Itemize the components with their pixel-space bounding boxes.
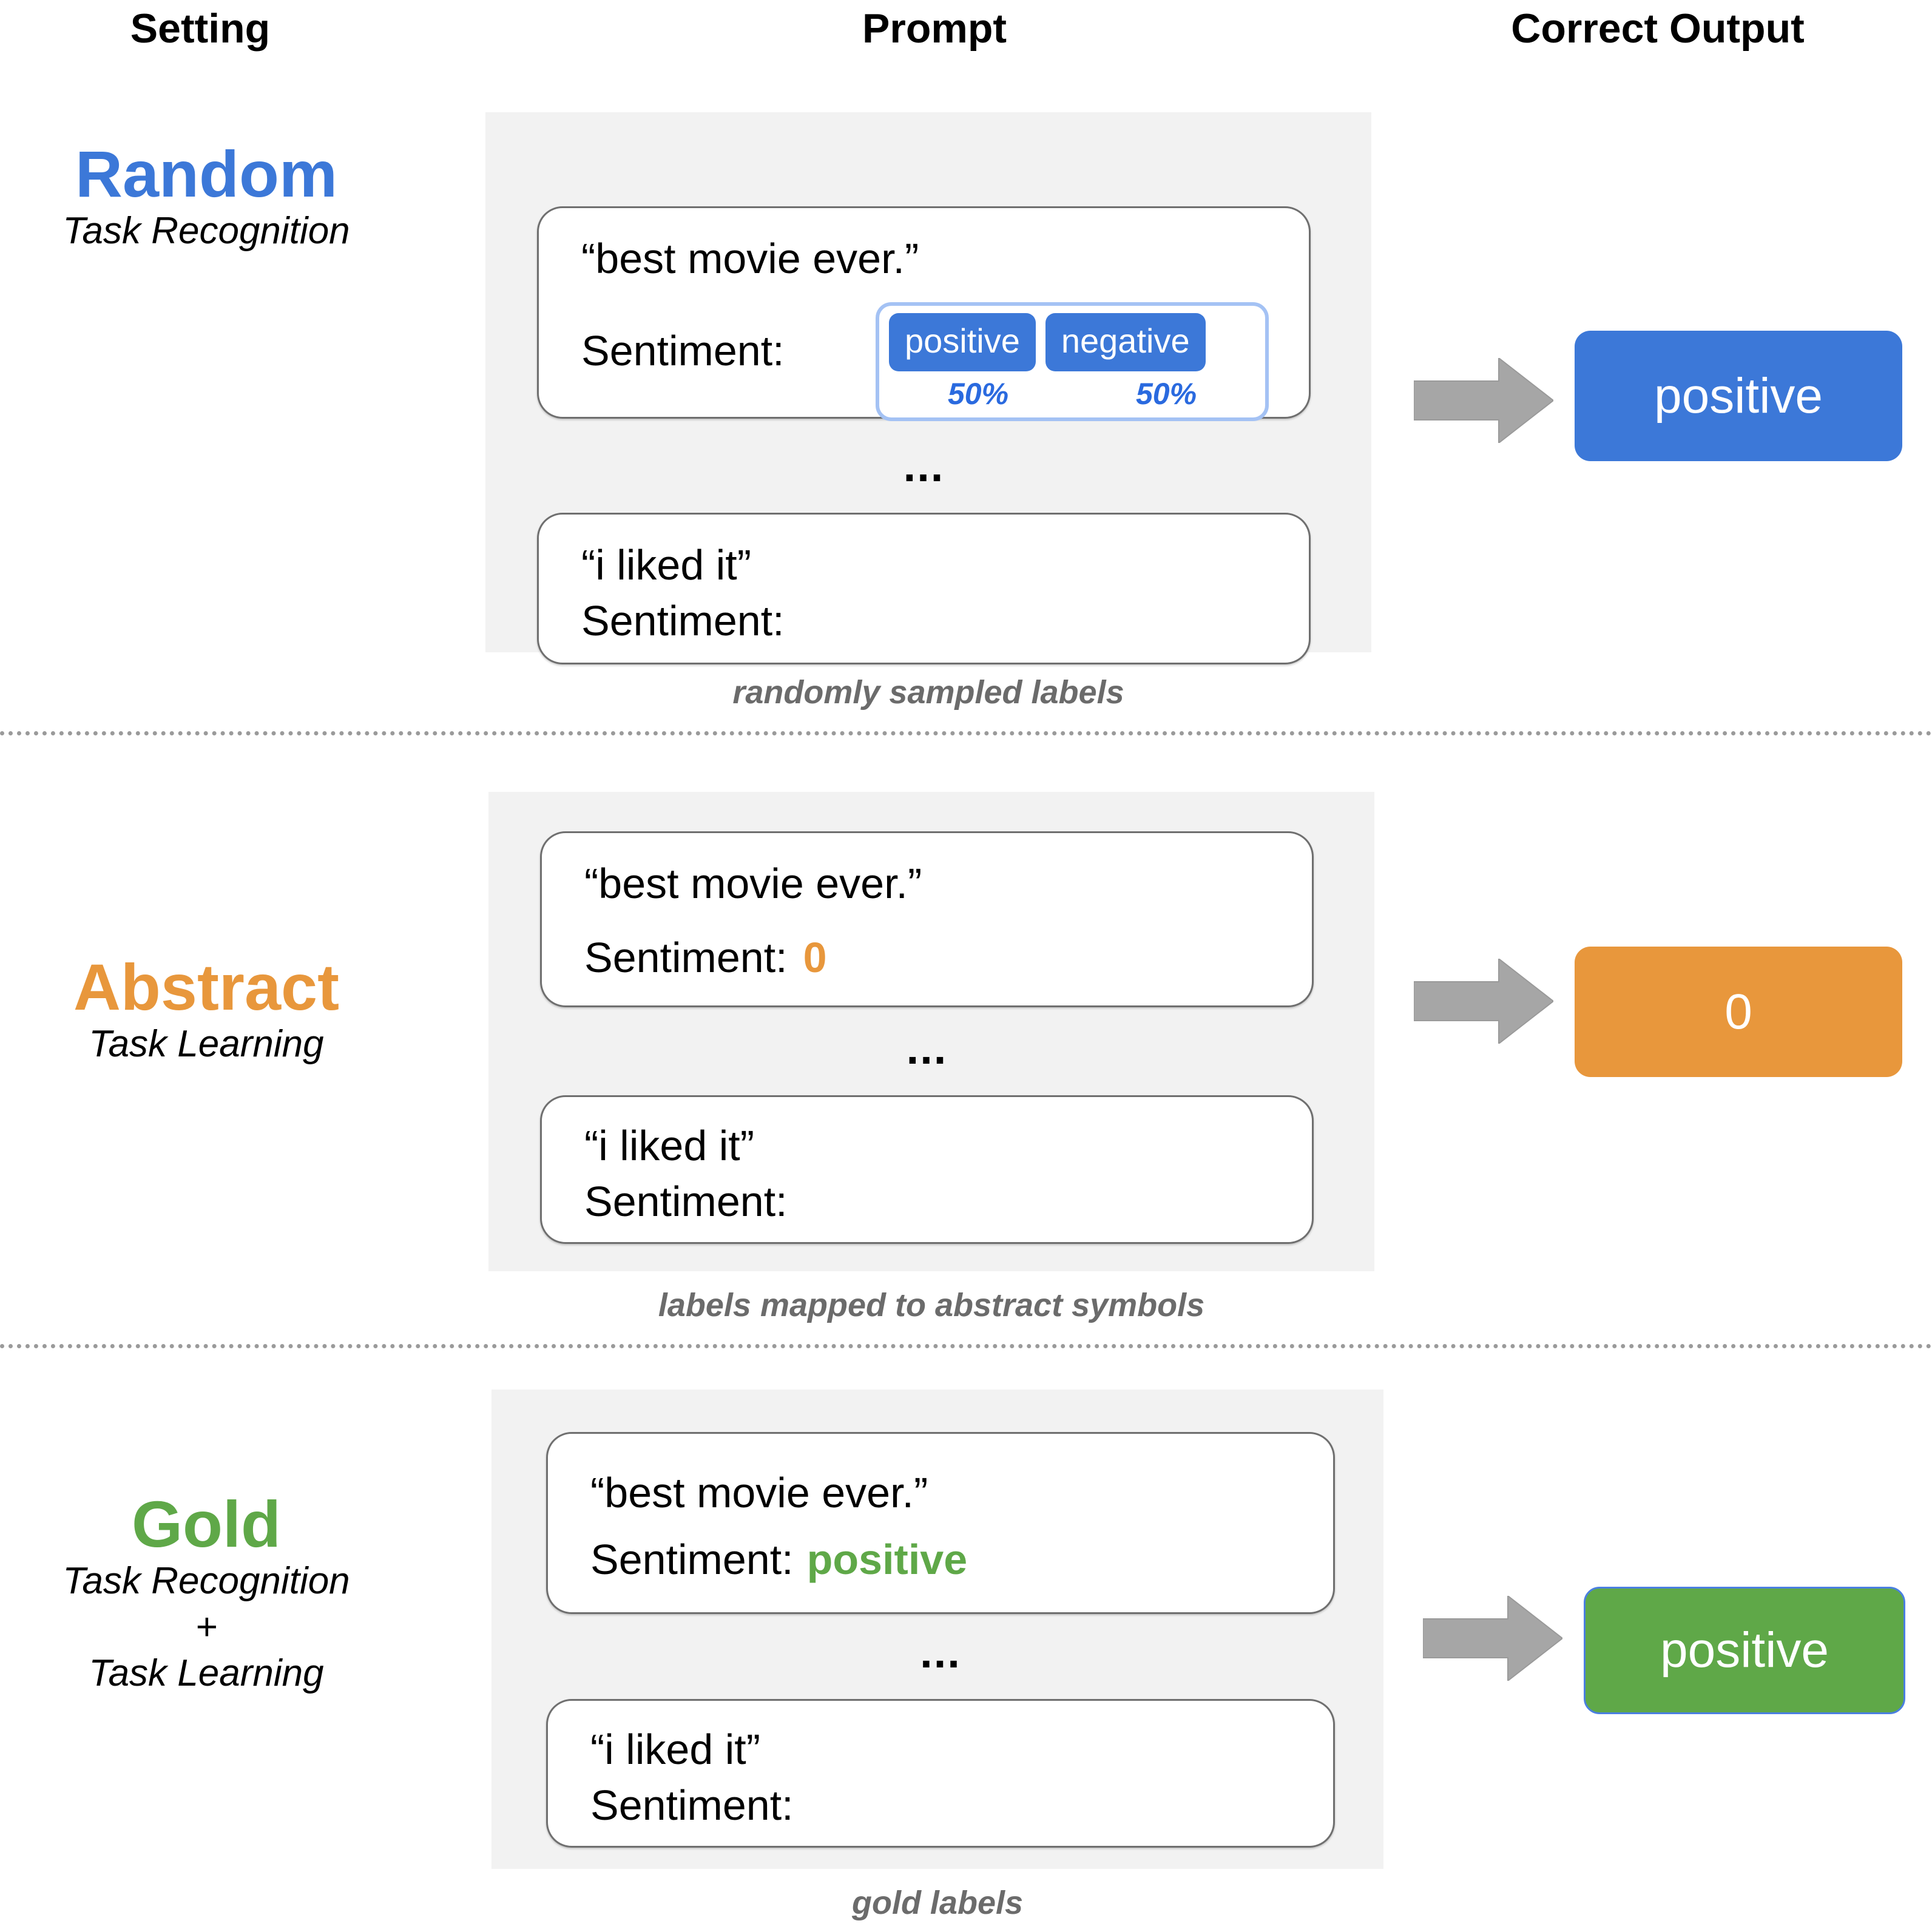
label-chip-positive[interactable]: positive bbox=[889, 313, 1036, 371]
output-badge-label-random: positive bbox=[1653, 368, 1823, 424]
demo-label-prefix-gold: Sentiment: bbox=[590, 1536, 794, 1583]
setting-title-random: Random bbox=[75, 137, 337, 211]
row-gold: Gold Task Recognition + Task Learning “b… bbox=[0, 1374, 1932, 1932]
setting-title-abstract: Abstract bbox=[73, 950, 340, 1024]
query-quote-abstract: “i liked it” bbox=[584, 1122, 755, 1169]
setting-subtitle-gold-0: Task Recognition bbox=[62, 1560, 350, 1603]
label-chip-row: positive negative bbox=[889, 313, 1255, 371]
setting-subtitle-gold-plus: + bbox=[195, 1606, 218, 1649]
label-picker-random[interactable]: positive negative 50% 50% bbox=[876, 302, 1269, 421]
output-badge-abstract[interactable]: 0 bbox=[1575, 947, 1902, 1077]
row-divider-2 bbox=[0, 1344, 1932, 1348]
label-percentage-positive: 50% bbox=[947, 377, 1009, 411]
query-quote-gold: “i liked it” bbox=[590, 1726, 761, 1773]
column-header-setting: Setting bbox=[130, 5, 271, 52]
prompt-demo-card-gold[interactable]: “best movie ever.” Sentiment: positive bbox=[546, 1432, 1335, 1614]
setting-subtitle-abstract-0: Task Learning bbox=[89, 1023, 324, 1066]
setting-subtitle-gold-2: Task Learning bbox=[89, 1652, 324, 1694]
output-badge-random[interactable]: positive bbox=[1575, 331, 1902, 461]
demo-label-prefix-abstract: Sentiment: bbox=[584, 934, 788, 981]
demo-label-value-gold: positive bbox=[806, 1536, 968, 1583]
right-arrow-icon-gold bbox=[1422, 1594, 1564, 1683]
query-label-prefix-random: Sentiment: bbox=[581, 597, 785, 644]
prompt-caption-gold: gold labels bbox=[851, 1885, 1024, 1921]
prompt-query-card-abstract[interactable]: “i liked it” Sentiment: bbox=[540, 1095, 1314, 1244]
setting-cell-abstract: Abstract Task Learning bbox=[0, 953, 413, 1067]
output-badge-label-gold: positive bbox=[1660, 1623, 1829, 1678]
prompt-caption-abstract: labels mapped to abstract symbols bbox=[658, 1287, 1205, 1323]
prompt-query-card-random[interactable]: “i liked it” Sentiment: bbox=[537, 513, 1311, 664]
prompt-ellipsis-random: ... bbox=[903, 441, 945, 491]
setting-subtitle-random-0: Task Recognition bbox=[62, 210, 350, 252]
row-random: Random Task Recognition “best movie ever… bbox=[0, 67, 1932, 728]
right-arrow-icon-random bbox=[1413, 356, 1555, 445]
prompt-query-card-gold[interactable]: “i liked it” Sentiment: bbox=[546, 1699, 1335, 1848]
right-arrow-icon-abstract bbox=[1413, 957, 1555, 1045]
prompt-demo-card-random[interactable]: “best movie ever.” Sentiment: positive n… bbox=[537, 206, 1311, 421]
setting-cell-gold: Gold Task Recognition + Task Learning bbox=[0, 1490, 413, 1696]
demo-label-prefix-random: Sentiment: bbox=[581, 327, 785, 374]
query-label-prefix-gold: Sentiment: bbox=[590, 1782, 794, 1829]
label-chip-negative[interactable]: negative bbox=[1045, 313, 1206, 371]
demo-quote-random: “best movie ever.” bbox=[581, 235, 919, 282]
row-divider-1 bbox=[0, 731, 1932, 735]
label-percentage-row: 50% 50% bbox=[889, 376, 1255, 411]
prompt-ellipsis-abstract: ... bbox=[906, 1023, 948, 1073]
label-percentage-negative: 50% bbox=[1135, 377, 1197, 411]
row-abstract: Abstract Task Learning “best movie ever.… bbox=[0, 758, 1932, 1341]
column-header-row: Setting Prompt Correct Output bbox=[0, 0, 1932, 67]
output-badge-label-abstract: 0 bbox=[1724, 984, 1752, 1039]
query-quote-random: “i liked it” bbox=[581, 541, 752, 589]
demo-quote-abstract: “best movie ever.” bbox=[584, 860, 922, 907]
query-label-prefix-abstract: Sentiment: bbox=[584, 1178, 788, 1225]
prompt-caption-random: randomly sampled labels bbox=[732, 674, 1124, 711]
demo-label-value-abstract: 0 bbox=[803, 934, 827, 981]
prompt-demo-card-abstract[interactable]: “best movie ever.” Sentiment: 0 bbox=[540, 831, 1314, 1007]
prompt-ellipsis-gold: ... bbox=[920, 1627, 961, 1677]
setting-cell-random: Random Task Recognition bbox=[0, 140, 413, 254]
column-header-output: Correct Output bbox=[1511, 5, 1805, 52]
output-badge-gold[interactable]: positive bbox=[1584, 1587, 1905, 1714]
setting-title-gold: Gold bbox=[132, 1487, 281, 1561]
column-header-prompt: Prompt bbox=[862, 5, 1007, 52]
demo-quote-gold: “best movie ever.” bbox=[590, 1469, 928, 1516]
